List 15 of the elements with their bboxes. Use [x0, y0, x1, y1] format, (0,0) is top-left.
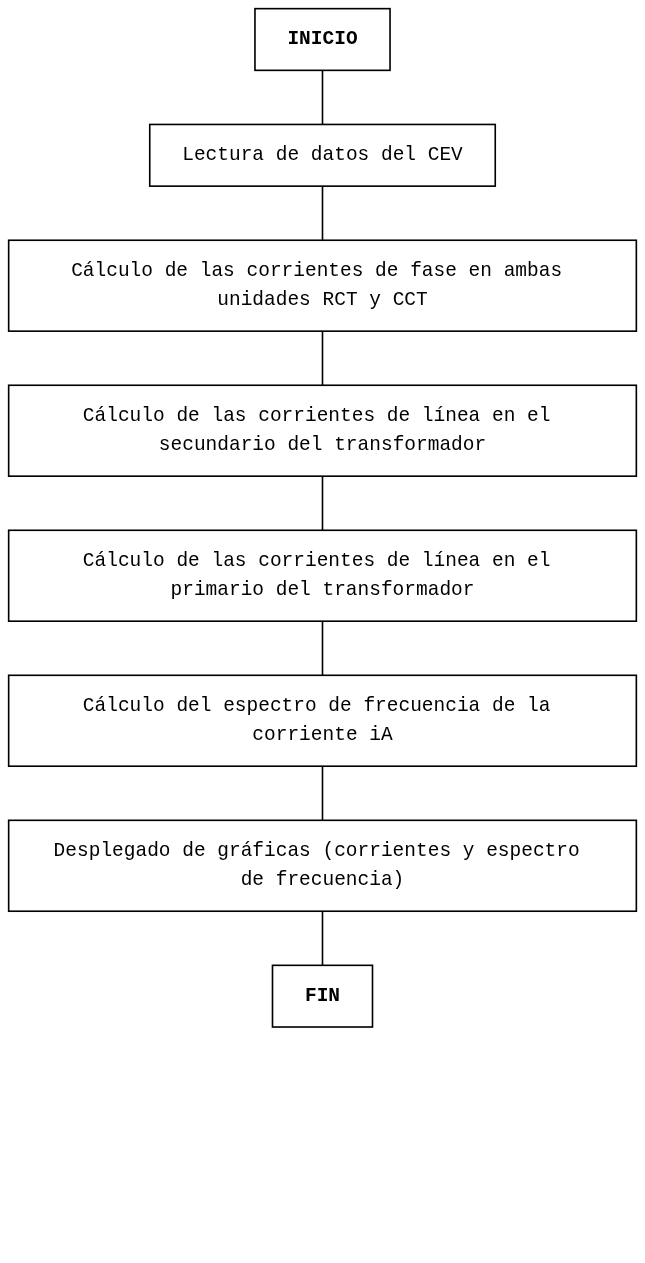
node-box: FIN: [271, 964, 374, 1028]
node-box: Lectura de datos del CEV: [148, 123, 497, 187]
connector: [321, 765, 324, 822]
node-box: Cálculo de las corrientes de línea en el primario del transformador: [7, 529, 638, 622]
connector: [321, 475, 324, 532]
node-box: Cálculo de las corrientes de línea en el secundario del transformador: [7, 384, 638, 477]
connector: [321, 620, 324, 677]
node-box: Cálculo de las corrientes de fase en ambas unidades RCT y CCT: [7, 239, 638, 332]
node-box: Cálculo del espectro de frecuencia de la corriente iA: [7, 674, 638, 767]
node-box: Desplegado de gráficas (corrientes y espectro de frecuencia): [7, 819, 638, 913]
connector: [321, 910, 324, 967]
node-box: INICIO: [254, 7, 391, 72]
connector: [321, 69, 324, 126]
connector: [321, 330, 324, 387]
connector: [321, 185, 324, 242]
